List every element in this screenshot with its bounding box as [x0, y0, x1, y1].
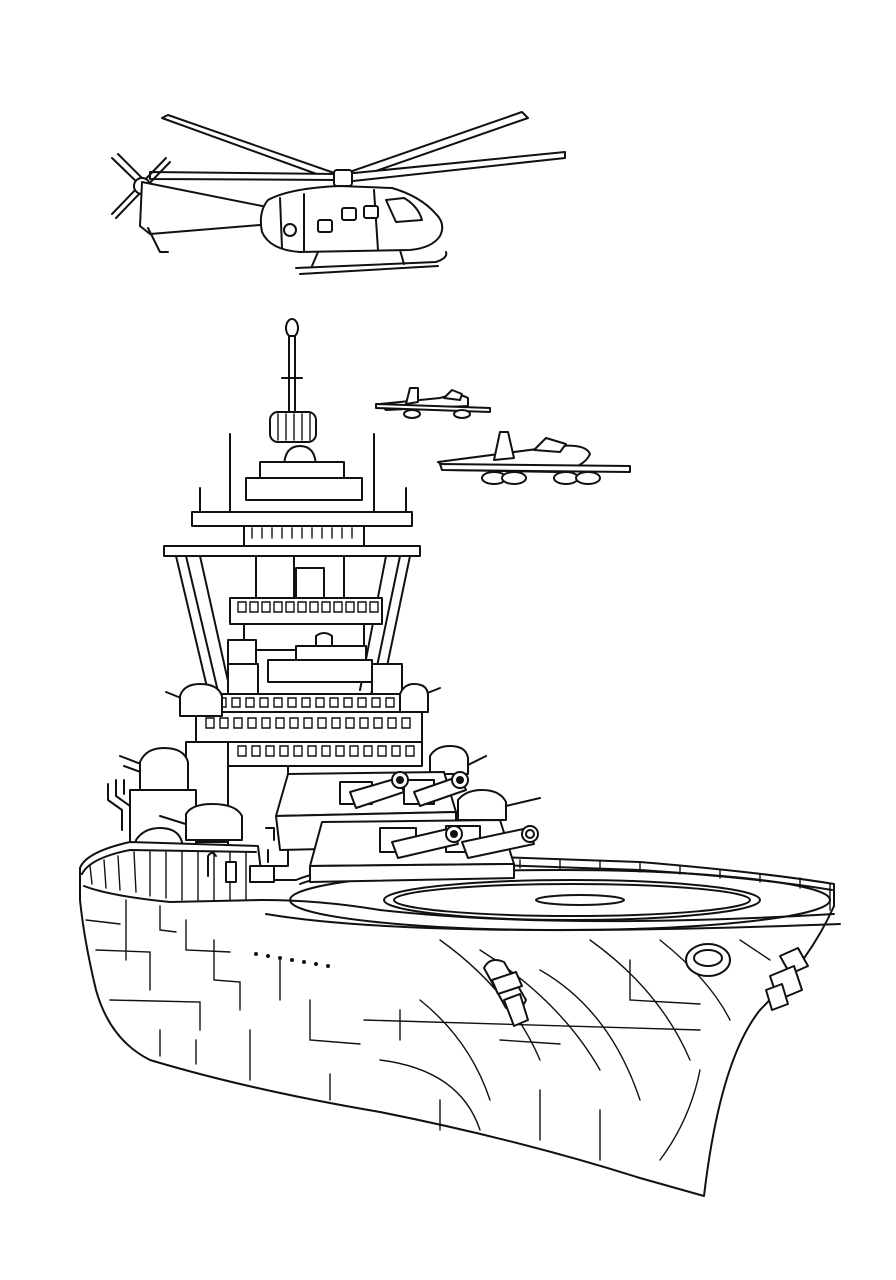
helicopter-rotor-blade-back [150, 172, 338, 180]
jet-large-engine [502, 472, 526, 484]
anchor [484, 960, 528, 1026]
jet-large [438, 432, 630, 484]
helicopter-cockpit-window [386, 198, 422, 222]
gun-barrel [392, 828, 458, 858]
hull-portholes [254, 952, 330, 968]
jet-small-canopy [444, 390, 462, 400]
jet-small-engine [454, 410, 470, 418]
jet-large-wing [440, 464, 630, 472]
radar-drum [270, 412, 316, 442]
jet-small-tail [406, 388, 418, 404]
mast [200, 319, 406, 520]
gun-barrel [350, 778, 404, 808]
helicopter-tail-fin [148, 228, 168, 252]
jet-small [376, 388, 490, 418]
gun-barrel [462, 828, 534, 858]
jet-large-canopy [534, 438, 566, 452]
secondary-gun-mount-mid-left [108, 748, 188, 830]
deck-railing-left [82, 850, 256, 874]
secondary-gun-mount-upper-right [400, 684, 440, 712]
jet-large-engine [576, 472, 600, 484]
secondary-gun-mount-upper-left [166, 684, 222, 716]
main-gun-turret-lower [310, 820, 538, 882]
superstructure-main [130, 694, 422, 866]
helicopter-window [318, 220, 332, 232]
helicopter-skids [296, 250, 446, 274]
secondary-gun-mount-lower-right [458, 790, 540, 820]
secondary-gun-mount-lower-left [160, 804, 242, 840]
jet-small-engine [404, 410, 420, 418]
helicopter [112, 112, 565, 274]
helipad [290, 870, 830, 930]
jet-large-engine [554, 472, 578, 484]
bridge-deck [228, 598, 402, 694]
battleship [80, 319, 840, 1196]
helicopter-porthole [284, 224, 296, 236]
helicopter-rotor-hub [334, 170, 352, 186]
jet-large-tail [494, 432, 514, 460]
secondary-gun-mount-mid-right [430, 746, 486, 774]
hawse-hole [686, 944, 730, 976]
helicopter-tail-boom [140, 182, 272, 234]
helicopter-window [342, 208, 356, 220]
deck-fittings [208, 828, 274, 882]
helicopter-window [364, 206, 378, 218]
mast-tip [286, 319, 298, 337]
bow-fitting [766, 948, 808, 1010]
